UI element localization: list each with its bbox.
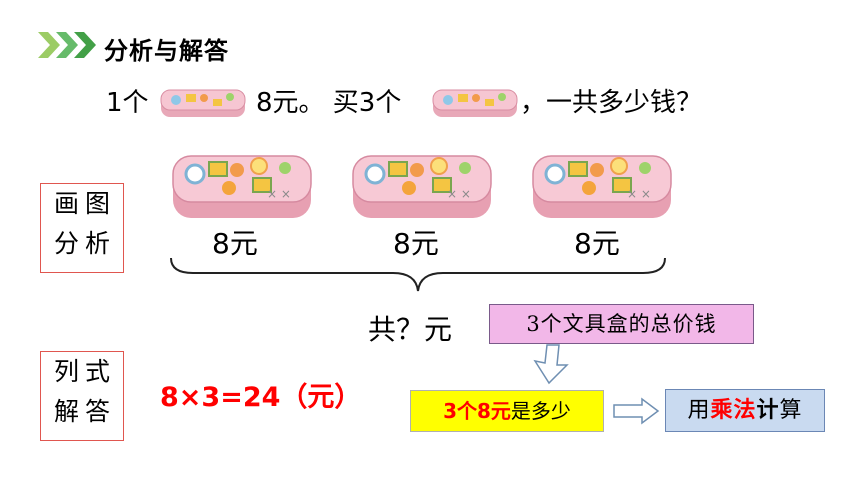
pencil-box-icon bbox=[160, 89, 246, 117]
down-arrow-icon bbox=[533, 344, 569, 385]
solve-label-line2: 解答 bbox=[53, 397, 116, 426]
how-much-note: 3个8元是多少 bbox=[410, 390, 604, 432]
solve-label: 列式 解答 bbox=[40, 351, 124, 441]
pencil-box-illustration: × × bbox=[352, 155, 492, 218]
problem-part3: ，一共多少钱？ bbox=[520, 88, 703, 118]
svg-text:× ×: × × bbox=[447, 187, 471, 201]
section-title: 分析与解答 bbox=[104, 37, 229, 65]
chevron-arrows-icon bbox=[38, 32, 96, 58]
curly-brace bbox=[170, 257, 666, 292]
draw-analysis-label: 画图 分析 bbox=[40, 183, 124, 273]
draw-label-line2: 分析 bbox=[53, 229, 116, 258]
total-label: 共？元 bbox=[368, 313, 453, 346]
note-blue-red: 乘法 bbox=[710, 397, 757, 423]
pencil-box-icon bbox=[432, 89, 518, 117]
solve-label-line1: 列式 bbox=[53, 357, 116, 386]
how-much-note-red: 3个8元 bbox=[443, 399, 511, 423]
price-label: 8元 bbox=[574, 227, 620, 260]
right-arrow-icon bbox=[613, 397, 660, 425]
problem-part1: 1个 bbox=[106, 88, 149, 118]
svg-text:× ×: × × bbox=[627, 187, 651, 201]
pencil-box-illustration: × × bbox=[532, 155, 672, 218]
how-much-note-rest: 是多少 bbox=[510, 399, 571, 423]
note-blue-b: 计 bbox=[756, 397, 780, 423]
draw-label-line1: 画图 bbox=[53, 189, 116, 218]
multiplication-note: 用乘法计算 bbox=[665, 389, 825, 432]
pencil-box-illustration: × × bbox=[172, 155, 312, 218]
equation: 8×3=24（元） bbox=[160, 382, 362, 413]
problem-part2: 8元。 买3个 bbox=[256, 88, 402, 118]
price-label: 8元 bbox=[212, 227, 258, 260]
total-price-note: 3个文具盒的总价钱 bbox=[489, 304, 754, 344]
note-blue-c: 算 bbox=[779, 398, 803, 423]
price-label: 8元 bbox=[393, 227, 439, 260]
note-blue-a: 用 bbox=[687, 398, 711, 423]
svg-text:× ×: × × bbox=[267, 187, 291, 201]
